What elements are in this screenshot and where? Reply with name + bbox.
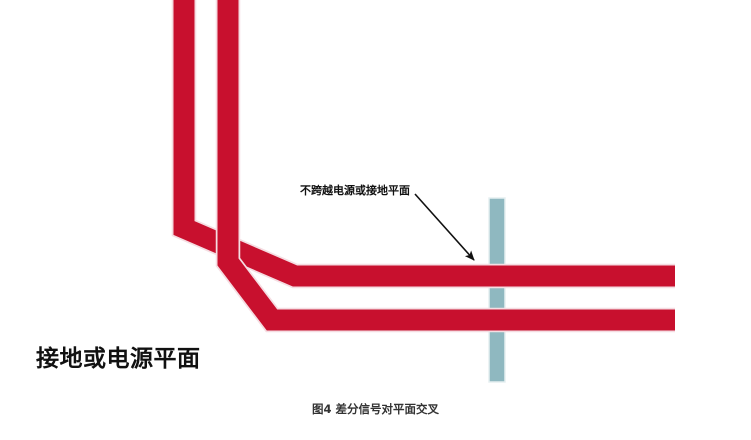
figure-caption: 图4 差分信号对平面交叉 (311, 402, 439, 416)
plane-label: 接地或电源平面 (36, 346, 201, 372)
annotation-arrow (414, 193, 475, 261)
annotation-label: 不跨越电源或接地平面 (300, 184, 410, 197)
ground-or-power-plane (488, 197, 506, 383)
differential-trace-lower (217, 0, 675, 331)
